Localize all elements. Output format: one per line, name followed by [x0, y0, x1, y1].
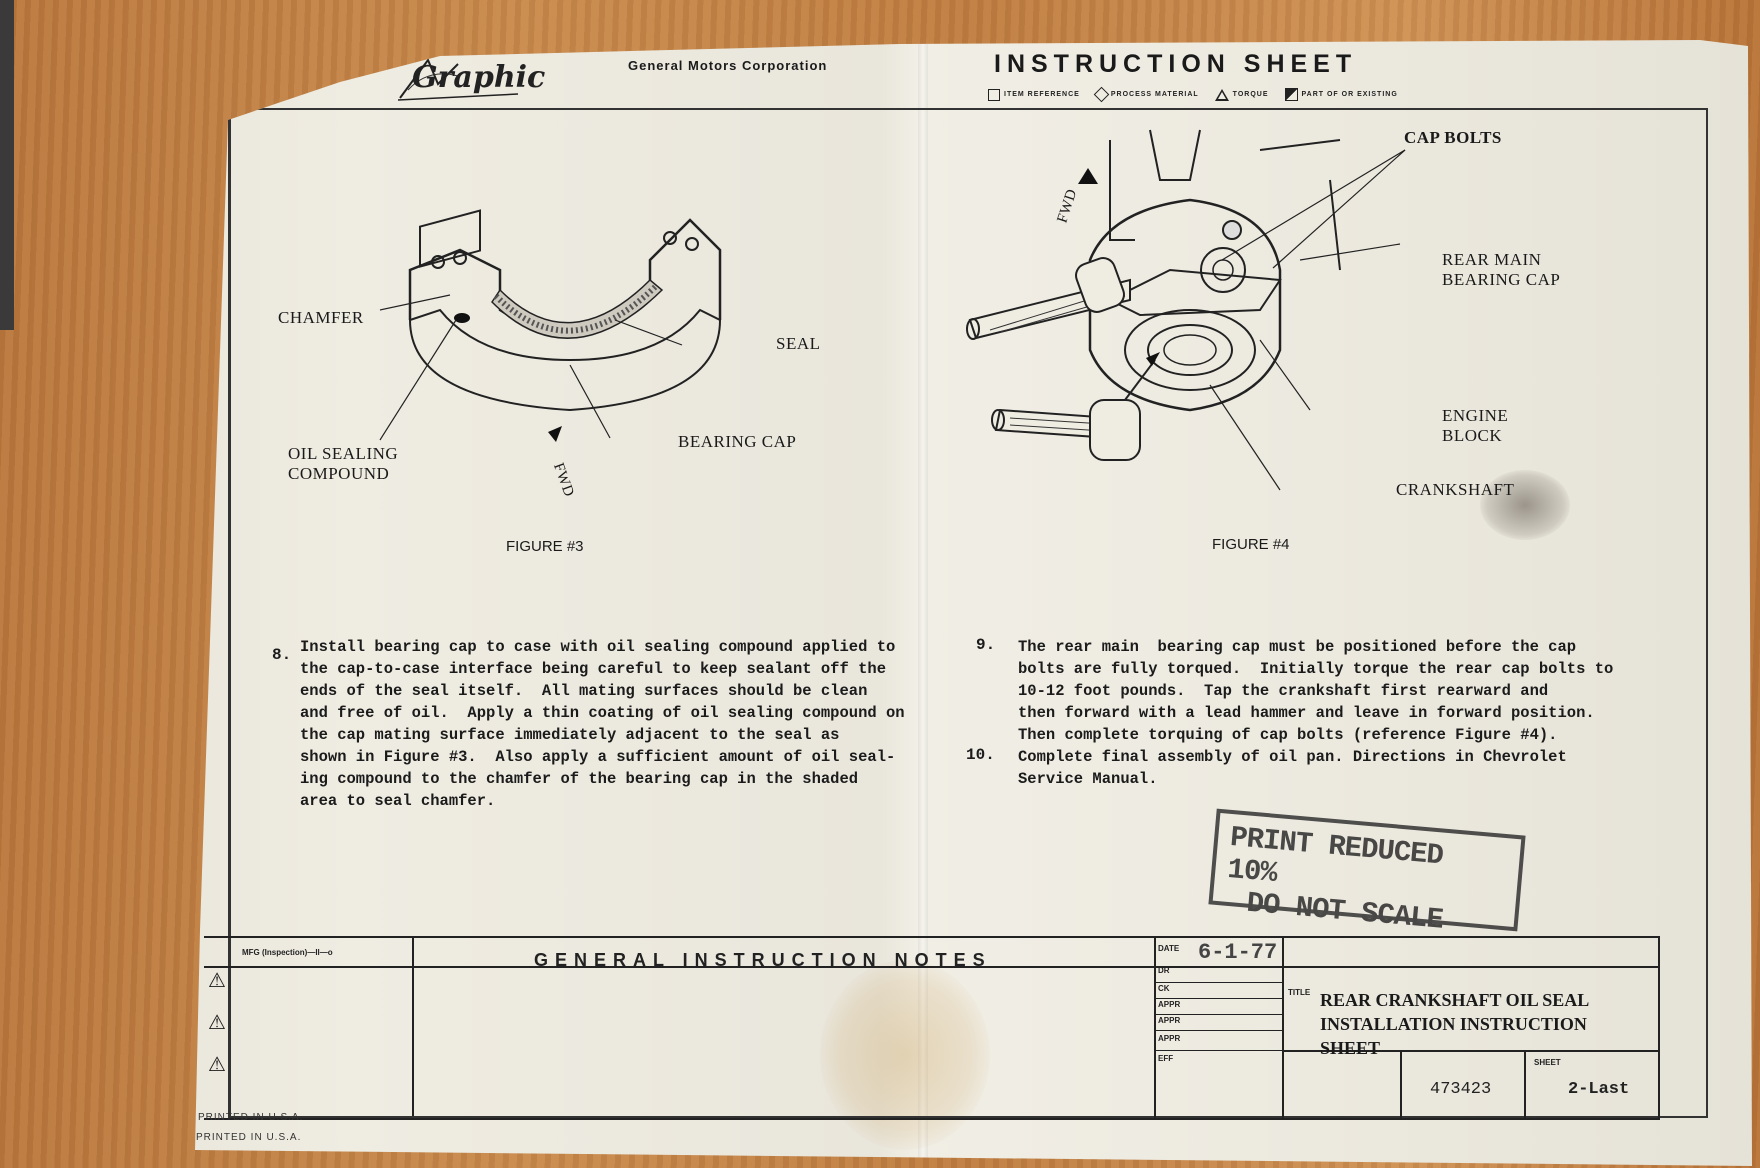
figure-4-caption: FIGURE #4	[1212, 536, 1290, 553]
torque-triangle-icon-3: ⚠	[208, 1054, 226, 1076]
printed-in-usa-1: PRINTED IN U.S.A.	[198, 1112, 304, 1123]
title-label: TITLE	[1288, 988, 1311, 997]
label-seal: SEAL	[776, 334, 821, 353]
label-engine-block: ENGINE BLOCK	[1442, 406, 1509, 445]
eff-label: EFF	[1158, 1054, 1174, 1063]
figure-4-crankshaft-drawing	[966, 129, 1406, 491]
label-crankshaft: CRANKSHAFT	[1396, 480, 1515, 499]
legend-item-reference: ITEM REFERENCE	[988, 88, 1080, 101]
label-rear-main-bearing-cap: REAR MAIN BEARING CAP	[1442, 250, 1561, 289]
ck-label: CK	[1158, 984, 1170, 993]
appr-label-3: APPR	[1158, 1034, 1181, 1043]
printed-in-usa-2: PRINTED IN U.S.A.	[196, 1132, 302, 1143]
label-bearing-cap: BEARING CAP	[678, 432, 797, 451]
triangle-icon	[1214, 88, 1229, 101]
sheet-title: INSTRUCTION SHEET	[994, 50, 1358, 78]
general-instruction-notes-heading: GENERAL INSTRUCTION NOTES	[534, 950, 992, 970]
part-number: 473423	[1430, 1080, 1492, 1099]
symbol-legend: ITEM REFERENCE PROCESS MATERIAL TORQUE P…	[988, 86, 1398, 103]
legend-item-torque: TORQUE	[1214, 88, 1269, 101]
drafting-graphic-logo	[398, 57, 519, 101]
legend-item-material: PROCESS MATERIAL	[1093, 86, 1199, 103]
drawing-title: REAR CRANKSHAFT OIL SEAL INSTALLATION IN…	[1320, 990, 1590, 1058]
step-8-text: Install bearing cap to case with oil sea…	[300, 638, 905, 810]
label-chamfer: CHAMFER	[278, 308, 364, 327]
step-10-text: Complete final assembly of oil pan. Dire…	[1018, 748, 1567, 788]
paper-fold	[918, 44, 928, 1164]
step-10-number: 10.	[966, 746, 995, 764]
mfg-inspection-label: MFG (Inspection)—Il—o	[242, 948, 333, 957]
step-9-text: The rear main bearing cap must be positi…	[1018, 638, 1614, 744]
diamond-icon	[1093, 86, 1110, 103]
drawing-frame	[228, 108, 1708, 1118]
appr-label-2: APPR	[1158, 1016, 1181, 1025]
date-value: 6-1-77	[1198, 940, 1278, 965]
sheet-label: SHEET	[1534, 1058, 1561, 1067]
background-edge	[0, 0, 14, 330]
torque-triangle-icon-2: ⚠	[208, 1012, 226, 1034]
fingerprint-smudge	[1480, 470, 1570, 540]
figure-3-bearing-cap-drawing	[379, 209, 722, 442]
corporation-name: General Motors Corporation	[628, 58, 828, 73]
title-block	[200, 936, 1660, 1136]
flag-icon	[1284, 88, 1298, 101]
date-label: DATE	[1158, 944, 1180, 953]
logo-text: Graphic	[412, 60, 546, 95]
step-8-number: 8.	[272, 646, 292, 664]
figure-3-caption: FIGURE #3	[506, 538, 584, 555]
step-9-number: 9.	[976, 636, 996, 654]
sheet-value: 2-Last	[1568, 1080, 1630, 1099]
dr-label: DR	[1158, 966, 1170, 975]
legend-item-existing: PART OF OR EXISTING	[1284, 88, 1398, 101]
label-cap-bolts: CAP BOLTS	[1404, 128, 1502, 147]
square-icon	[988, 88, 1000, 101]
label-oil-sealing-compound: OIL SEALING COMPOUND	[288, 444, 399, 483]
appr-label-1: APPR	[1158, 1000, 1181, 1009]
torque-triangle-icon-1: ⚠	[208, 970, 226, 992]
